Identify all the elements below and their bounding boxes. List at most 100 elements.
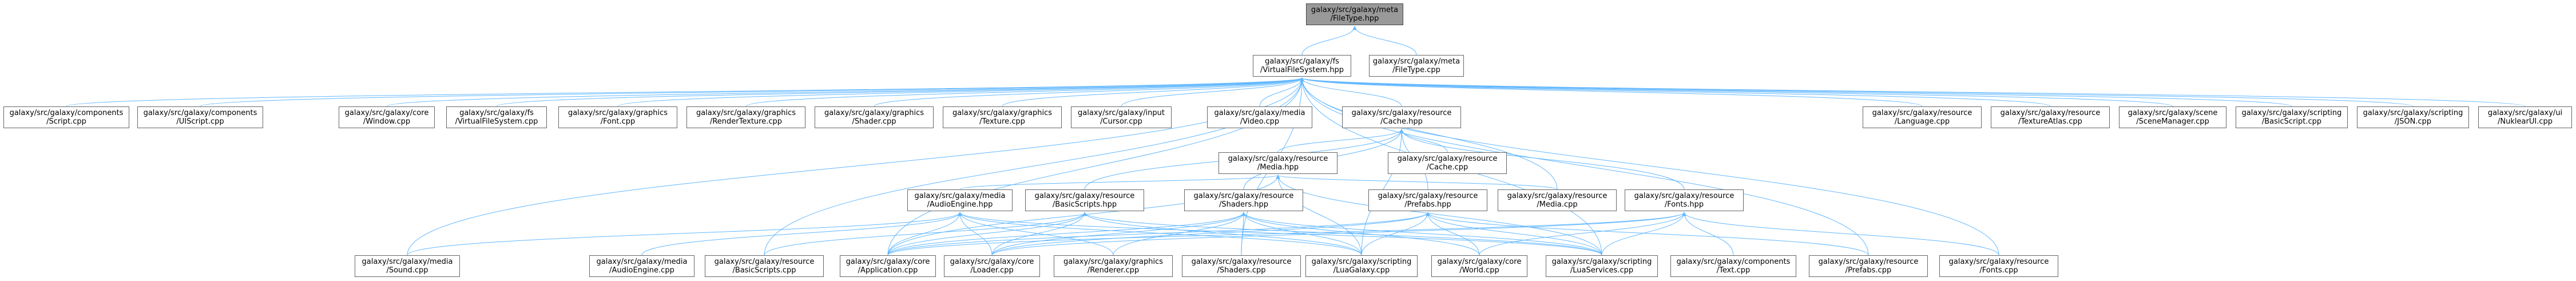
node-audioengine-cpp[interactable]: galaxy/src/galaxy/media/AudioEngine.cpp (589, 255, 694, 277)
node-label-line: galaxy/src/galaxy/core (344, 109, 429, 117)
node-world-cpp[interactable]: galaxy/src/galaxy/core/World.cpp (1431, 255, 1527, 277)
node-media-cpp[interactable]: galaxy/src/galaxy/resource/Media.cpp (1498, 189, 1617, 211)
node-label-line: /Cache.hpp (1380, 117, 1423, 126)
node-filetype-cpp[interactable]: galaxy/src/galaxy/meta/FileType.cpp (1369, 55, 1464, 77)
edge-n_shader_cpp-to-n_vfs_hpp (874, 77, 1304, 107)
edge-n_cursor_cpp-to-n_vfs_hpp (1121, 77, 1304, 107)
node-filetype-hpp[interactable]: galaxy/src/galaxy/meta/FileType.hpp (1306, 3, 1403, 25)
node-cursor-cpp[interactable]: galaxy/src/galaxy/input/Cursor.cpp (1071, 106, 1172, 128)
node-window-cpp[interactable]: galaxy/src/galaxy/core/Window.cpp (339, 106, 435, 128)
edge-n_loader_cpp-to-n_fonts_hpp (991, 212, 1686, 256)
node-label-line: galaxy/src/galaxy/resource (1634, 192, 1734, 200)
node-label-line: /Prefabs.hpp (1404, 200, 1451, 209)
node-media-hpp[interactable]: galaxy/src/galaxy/resource/Media.hpp (1218, 152, 1337, 174)
edge-n_luagalaxy_cpp-to-n_prefabs_hpp (1361, 212, 1430, 256)
node-label-line: galaxy/src/galaxy/graphics (952, 109, 1053, 117)
node-cache-hpp[interactable]: galaxy/src/galaxy/resource/Cache.hpp (1342, 106, 1461, 128)
edge-n_luagalaxy_cpp-to-n_media_hpp (1276, 175, 1362, 256)
node-prefabs-hpp[interactable]: galaxy/src/galaxy/resource/Prefabs.hpp (1368, 189, 1487, 211)
edge-n_uiscript_cpp-to-n_vfs_hpp (200, 77, 1304, 107)
node-texture-cpp[interactable]: galaxy/src/galaxy/graphics/Texture.cpp (943, 106, 1062, 128)
node-label-line: /Fonts.hpp (1664, 200, 1704, 209)
node-luagalaxy-cpp[interactable]: galaxy/src/galaxy/scripting/LuaGalaxy.cp… (1305, 255, 1418, 277)
node-label-line: galaxy/src/galaxy/components (1676, 258, 1791, 266)
node-text-cpp[interactable]: galaxy/src/galaxy/components/Text.cpp (1670, 255, 1796, 277)
node-label-line: galaxy/src/galaxy/core (846, 258, 930, 266)
node-label-line: galaxy/src/galaxy/ui (2487, 109, 2563, 117)
node-label-line: /Video.cpp (1240, 117, 1280, 126)
node-label-line: /BasicScript.cpp (2261, 117, 2322, 126)
edge-n_basicscript_cpp-to-n_vfs_hpp (1300, 77, 2292, 107)
edge-n_loader_cpp-to-n_shaders_hpp (991, 212, 1246, 256)
node-label-line: /Texture.cpp (979, 117, 1025, 126)
node-label-line: /LuaServices.cpp (1570, 266, 1634, 275)
node-font-cpp[interactable]: galaxy/src/galaxy/graphics/Font.cpp (558, 106, 677, 128)
node-virtualfilesystem-cpp[interactable]: galaxy/src/galaxy/fs/VirtualFileSystem.c… (446, 106, 547, 128)
node-label-line: /Renderer.cpp (1087, 266, 1140, 275)
node-shaders-hpp[interactable]: galaxy/src/galaxy/resource/Shaders.hpp (1184, 189, 1303, 211)
edge-n_application_cpp-to-n_prefabs_hpp (887, 212, 1430, 256)
node-audioengine-hpp[interactable]: galaxy/src/galaxy/media/AudioEngine.hpp (907, 189, 1013, 211)
node-label-line: galaxy/src/galaxy/input (1078, 109, 1165, 117)
edge-n_text_cpp-to-n_fonts_hpp (1682, 212, 1734, 256)
node-uiscript-cpp[interactable]: galaxy/src/galaxy/components/UIScript.cp… (137, 106, 263, 128)
node-nuklearui-cpp[interactable]: galaxy/src/galaxy/ui/NuklearUI.cpp (2478, 106, 2572, 128)
node-label-line: galaxy/src/galaxy/scripting (1551, 258, 1652, 266)
node-label-line: /UIScript.cpp (176, 117, 224, 126)
node-label-line: /FileType.hpp (1330, 14, 1379, 23)
edge-n_media_hpp-to-n_cache_hpp (1277, 129, 1404, 153)
edge-n_prefabs_cpp-to-n_prefabs_hpp (1426, 212, 1869, 256)
node-label-line: galaxy/src/galaxy/resource (1507, 192, 1607, 200)
edge-n_cache_hpp-to-n_vfs_hpp (1300, 77, 1402, 107)
node-label-line: /Window.cpp (363, 117, 411, 126)
edge-n_vfs_cpp-to-n_vfs_hpp (496, 77, 1304, 107)
node-script-cpp[interactable]: galaxy/src/galaxy/components/Script.cpp (3, 106, 129, 128)
node-basicscript-cpp[interactable]: galaxy/src/galaxy/scripting/BasicScript.… (2236, 106, 2348, 128)
edge-n_rendertexture_cpp-to-n_vfs_hpp (745, 77, 1304, 107)
node-application-cpp[interactable]: galaxy/src/galaxy/core/Application.cpp (840, 255, 936, 277)
node-scenemanager-cpp[interactable]: galaxy/src/galaxy/scene/SceneManager.cpp (2119, 106, 2226, 128)
node-sound-cpp[interactable]: galaxy/src/galaxy/media/Sound.cpp (355, 255, 460, 277)
node-renderer-cpp[interactable]: galaxy/src/galaxy/graphics/Renderer.cpp (1054, 255, 1173, 277)
node-basicscripts-hpp[interactable]: galaxy/src/galaxy/resource/BasicScripts.… (1025, 189, 1144, 211)
node-label-line: /Text.cpp (1716, 266, 1751, 275)
node-label-line: /JSON.cpp (2394, 117, 2432, 126)
node-rendertexture-cpp[interactable]: galaxy/src/galaxy/graphics/RenderTexture… (686, 106, 805, 128)
node-label-line: galaxy/src/galaxy/resource (1818, 258, 1919, 266)
node-fonts-cpp[interactable]: galaxy/src/galaxy/resource/Fonts.cpp (1939, 255, 2058, 277)
node-language-cpp[interactable]: galaxy/src/galaxy/resource/Language.cpp (1863, 106, 1982, 128)
node-label-line: galaxy/src/galaxy/graphics (567, 109, 668, 117)
node-prefabs-cpp[interactable]: galaxy/src/galaxy/resource/Prefabs.cpp (1809, 255, 1928, 277)
node-label-line: galaxy/src/galaxy/resource (2000, 109, 2101, 117)
node-cache-cpp[interactable]: galaxy/src/galaxy/resource/Cache.cpp (1388, 152, 1507, 174)
node-luaservices-cpp[interactable]: galaxy/src/galaxy/scripting/LuaServices.… (1546, 255, 1658, 277)
node-label-line: galaxy/src/galaxy/scene (2128, 109, 2218, 117)
node-label-line: galaxy/src/galaxy/fs (459, 109, 534, 117)
edge-n_sound_cpp-to-n_audioengine_hpp (407, 212, 962, 256)
node-video-cpp[interactable]: galaxy/src/galaxy/media/Video.cpp (1207, 106, 1312, 128)
node-label-line: galaxy/src/galaxy/meta (1311, 6, 1399, 14)
node-label-line: /Language.cpp (1894, 117, 1950, 126)
node-shader-cpp[interactable]: galaxy/src/galaxy/graphics/Shader.cpp (815, 106, 934, 128)
node-label-line: /Prefabs.cpp (1845, 266, 1892, 275)
node-json-cpp[interactable]: galaxy/src/galaxy/scripting/JSON.cpp (2357, 106, 2469, 128)
node-virtualfilesystem-hpp[interactable]: galaxy/src/galaxy/fs/VirtualFileSystem.h… (1253, 55, 1351, 77)
node-label-line: /Shaders.hpp (1218, 200, 1269, 209)
node-label-line: galaxy/src/galaxy/media (914, 192, 1006, 200)
edge-n_luaservices_cpp-to-n_basicscripts_hpp (1082, 212, 1602, 256)
node-label-line: /Sound.cpp (386, 266, 428, 275)
node-shaders-cpp[interactable]: galaxy/src/galaxy/resource/Shaders.cpp (1182, 255, 1301, 277)
node-label-line: galaxy/src/galaxy/resource (1378, 192, 1478, 200)
node-loader-cpp[interactable]: galaxy/src/galaxy/core/Loader.cpp (944, 255, 1040, 277)
edge-n_script_cpp-to-n_vfs_hpp (66, 77, 1304, 107)
node-label-line: galaxy/src/galaxy/core (1437, 258, 1522, 266)
node-label-line: galaxy/src/galaxy/scripting (2241, 109, 2342, 117)
node-fonts-hpp[interactable]: galaxy/src/galaxy/resource/Fonts.hpp (1625, 189, 1744, 211)
node-textureatlas-cpp[interactable]: galaxy/src/galaxy/resource/TextureAtlas.… (1991, 106, 2110, 128)
edge-n_world_cpp-to-n_prefabs_hpp (1426, 212, 1480, 256)
node-basicscripts-cpp[interactable]: galaxy/src/galaxy/resource/BasicScripts.… (705, 255, 824, 277)
edge-n_shaders_cpp-to-n_shaders_hpp (1241, 212, 1246, 256)
node-label-line: /Shaders.cpp (1217, 266, 1266, 275)
edge-n_textureatlas_cpp-to-n_vfs_hpp (1300, 77, 2051, 107)
